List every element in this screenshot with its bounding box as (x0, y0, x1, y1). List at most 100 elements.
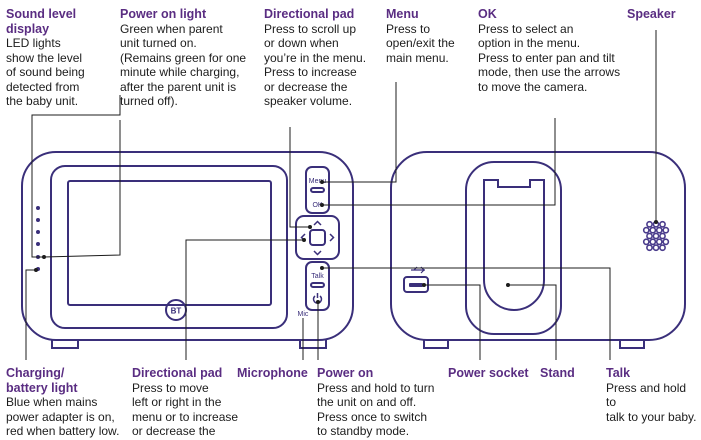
speaker-hole (659, 244, 666, 252)
led-sound-2 (36, 218, 40, 222)
front-unit-body (21, 151, 354, 341)
speaker-hole (659, 220, 666, 228)
callout-directional-pad-top: Directional pad Press to scroll up or do… (264, 7, 379, 109)
callout-sound-level-title: Sound level display (6, 7, 77, 36)
speaker-hole (649, 238, 657, 246)
leader-power-socket (424, 284, 481, 360)
dpad-down-arrow (313, 250, 322, 256)
callout-ok-desc: Press to select an option in the menu. P… (478, 21, 621, 94)
leader-dot-charging (34, 268, 38, 272)
menu-button-bar (310, 187, 325, 193)
callout-power-on-title: Power on (317, 366, 374, 380)
speaker-hole (659, 232, 666, 240)
callout-power-on-desc: Press and hold to turn the unit on and o… (317, 380, 435, 439)
callout-microphone: Microphone (237, 366, 313, 381)
callout-directional-pad-bottom-title: Directional pad (132, 366, 223, 380)
callout-microphone-title: Microphone (237, 366, 308, 380)
leader-dot-power-light (42, 255, 46, 259)
callout-directional-pad-bottom-desc: Press to move left or right in the menu … (132, 380, 239, 439)
leader-dot-dpad-top (308, 225, 312, 229)
speaker-hole (662, 226, 670, 234)
back-unit-body (390, 151, 686, 341)
speaker-hole (655, 238, 663, 246)
leader-dot-power-on (316, 300, 320, 304)
leader-dot-speaker (654, 220, 658, 224)
callout-ok-title: OK (478, 7, 497, 21)
talk-button-bar (310, 282, 325, 288)
leader-dot-ok (320, 203, 324, 207)
callout-charging-title: Charging/ battery light (6, 366, 78, 395)
front-unit-foot-right (299, 340, 327, 349)
callout-talk: Talk Press and hold to talk to your baby… (606, 366, 698, 424)
callout-directional-pad-bottom: Directional pad Press to move left or ri… (132, 366, 242, 439)
leader-talk (322, 267, 611, 360)
speaker-hole (652, 232, 660, 240)
speaker-grille-icon (642, 220, 670, 252)
speaker-hole (646, 244, 653, 252)
callout-power-socket-title: Power socket (448, 366, 529, 380)
callout-menu-title: Menu (386, 7, 419, 21)
speaker-hole (646, 232, 653, 240)
callout-power-socket: Power socket (448, 366, 538, 381)
callout-sound-level-desc: LED lights show the level of sound being… (6, 36, 85, 108)
led-sound-1 (36, 206, 40, 210)
dpad-center-button (309, 229, 326, 246)
front-unit-foot-left (51, 340, 79, 349)
speaker-hole (649, 226, 657, 234)
leader-dot-dpad-bottom (302, 238, 306, 242)
back-unit-foot-right (619, 340, 645, 349)
speaker-hole (662, 238, 670, 246)
menu-button-label: Menu (309, 178, 327, 185)
leader-dpad-top (289, 127, 310, 228)
callout-speaker: Speaker (627, 7, 697, 22)
leader-dot-stand (506, 283, 510, 287)
callout-talk-title: Talk (606, 366, 631, 380)
leader-dot-menu (320, 180, 324, 184)
callout-menu: Menu Press to open/exit the main menu. (386, 7, 476, 65)
menu-ok-panel (305, 166, 330, 214)
stand-inner (483, 179, 545, 311)
callout-power-on-light-desc: Green when parent unit turned on. (Remai… (120, 21, 247, 109)
callout-power-on: Power on Press and hold to turn the unit… (317, 366, 457, 439)
leader-charging (25, 269, 36, 360)
callout-power-on-light-title: Power on light (120, 7, 207, 21)
led-sound-3 (36, 230, 40, 234)
stand-outer (465, 161, 562, 335)
ok-button-label: OK (312, 202, 322, 209)
callout-ok: OK Press to select an option in the menu… (478, 7, 638, 94)
dpad-up-arrow (313, 220, 322, 226)
callout-menu-desc: Press to open/exit the main menu. (386, 21, 455, 65)
callout-stand-title: Stand (540, 366, 575, 380)
leader-dpad-bottom (185, 239, 304, 360)
speaker-hole (642, 238, 650, 246)
leader-menu (322, 82, 397, 183)
callout-speaker-title: Speaker (627, 7, 676, 21)
callout-stand: Stand (540, 366, 590, 381)
leader-stand (508, 284, 557, 360)
dpad-frame (295, 215, 340, 260)
led-sound-4 (36, 242, 40, 246)
dpad-right-arrow (329, 233, 335, 242)
leader-dot-talk (320, 266, 324, 270)
screen-bezel (50, 165, 288, 329)
leader-power-on-light (31, 95, 121, 258)
leader-ok (322, 118, 556, 206)
screen (67, 180, 272, 306)
bt-logo: BT (171, 307, 182, 316)
callout-power-on-light: Power on light Green when parent unit tu… (120, 7, 260, 109)
mic-label: Mic (298, 311, 309, 318)
leader-dot-socket (422, 283, 426, 287)
callout-directional-pad-top-title: Directional pad (264, 7, 355, 21)
speaker-hole (646, 220, 653, 228)
callout-charging: Charging/ battery light Blue when mains … (6, 366, 131, 439)
callout-charging-desc: Blue when mains power adapter is on, red… (6, 395, 120, 438)
callout-talk-desc: Press and hold to talk to your baby. (606, 380, 697, 424)
speaker-hole (652, 244, 660, 252)
callout-directional-pad-top-desc: Press to scroll up or down when you’re i… (264, 21, 367, 109)
back-unit-foot-left (423, 340, 449, 349)
leader-power-light-short (43, 120, 121, 258)
speaker-hole (642, 226, 650, 234)
talk-button-label: Talk (311, 273, 324, 280)
power-socket-port (409, 283, 423, 287)
